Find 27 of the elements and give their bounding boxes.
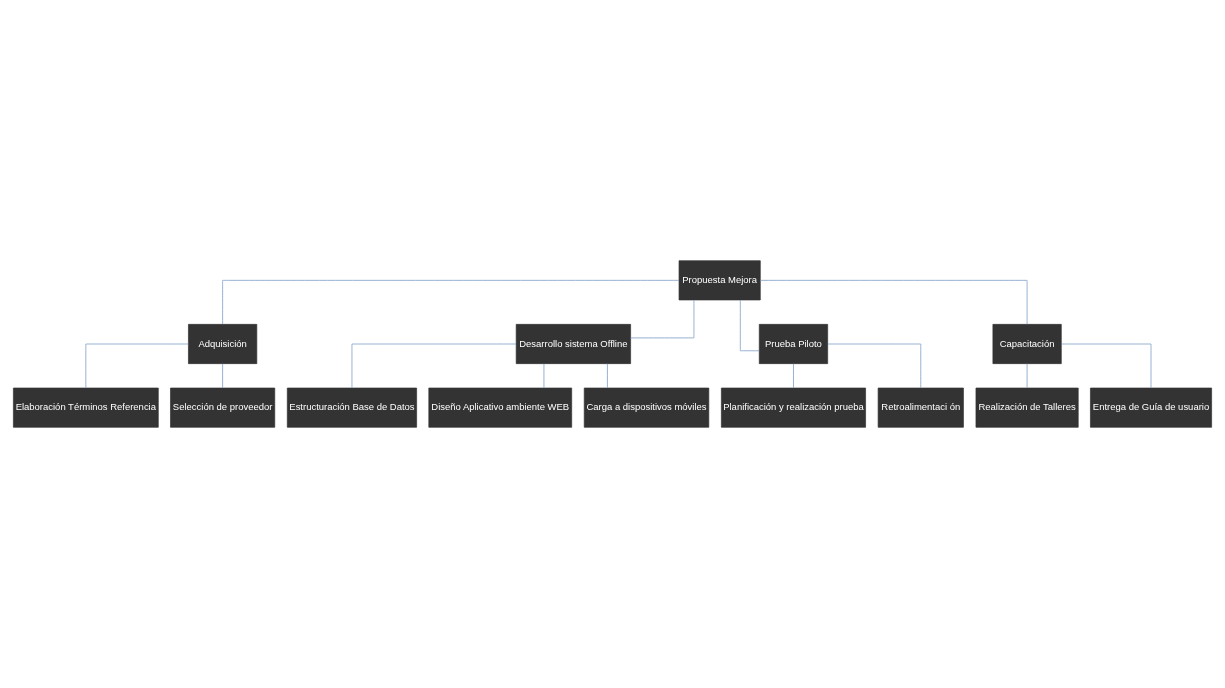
node-box: Prueba Piloto	[758, 324, 828, 364]
node-box: Carga a dispositivos móviles	[583, 387, 710, 428]
connector	[543, 363, 545, 389]
connector	[222, 363, 224, 389]
node-box: Planificación y realización prueba	[721, 387, 866, 428]
connector	[739, 299, 760, 352]
node-box: Diseño Aplicativo ambiente WEB	[428, 387, 573, 428]
connector	[222, 279, 680, 325]
connector	[1061, 343, 1152, 389]
node-box: Adquisición	[188, 324, 258, 364]
node-box: Entrega de Guía de usuario	[1090, 387, 1212, 428]
node-box: Selección de proveedor	[170, 387, 276, 428]
connector	[630, 299, 695, 339]
connector	[85, 343, 189, 389]
node-box: Propuesta Mejora	[678, 260, 761, 301]
connector	[827, 343, 922, 389]
connector	[607, 363, 608, 389]
node-box: Elaboración Términos Referencia	[13, 387, 159, 428]
node-box: Estructuración Base de Datos	[286, 387, 417, 428]
connector	[760, 279, 1028, 325]
connector	[793, 363, 794, 389]
node-box: Desarrollo sistema Offline	[515, 324, 631, 364]
connector	[351, 343, 517, 389]
connector	[1026, 363, 1028, 389]
node-box: Realización de Talleres	[975, 387, 1079, 428]
node-box: Retroalimentaci ón	[877, 387, 964, 428]
node-box: Capacitación	[992, 324, 1062, 364]
